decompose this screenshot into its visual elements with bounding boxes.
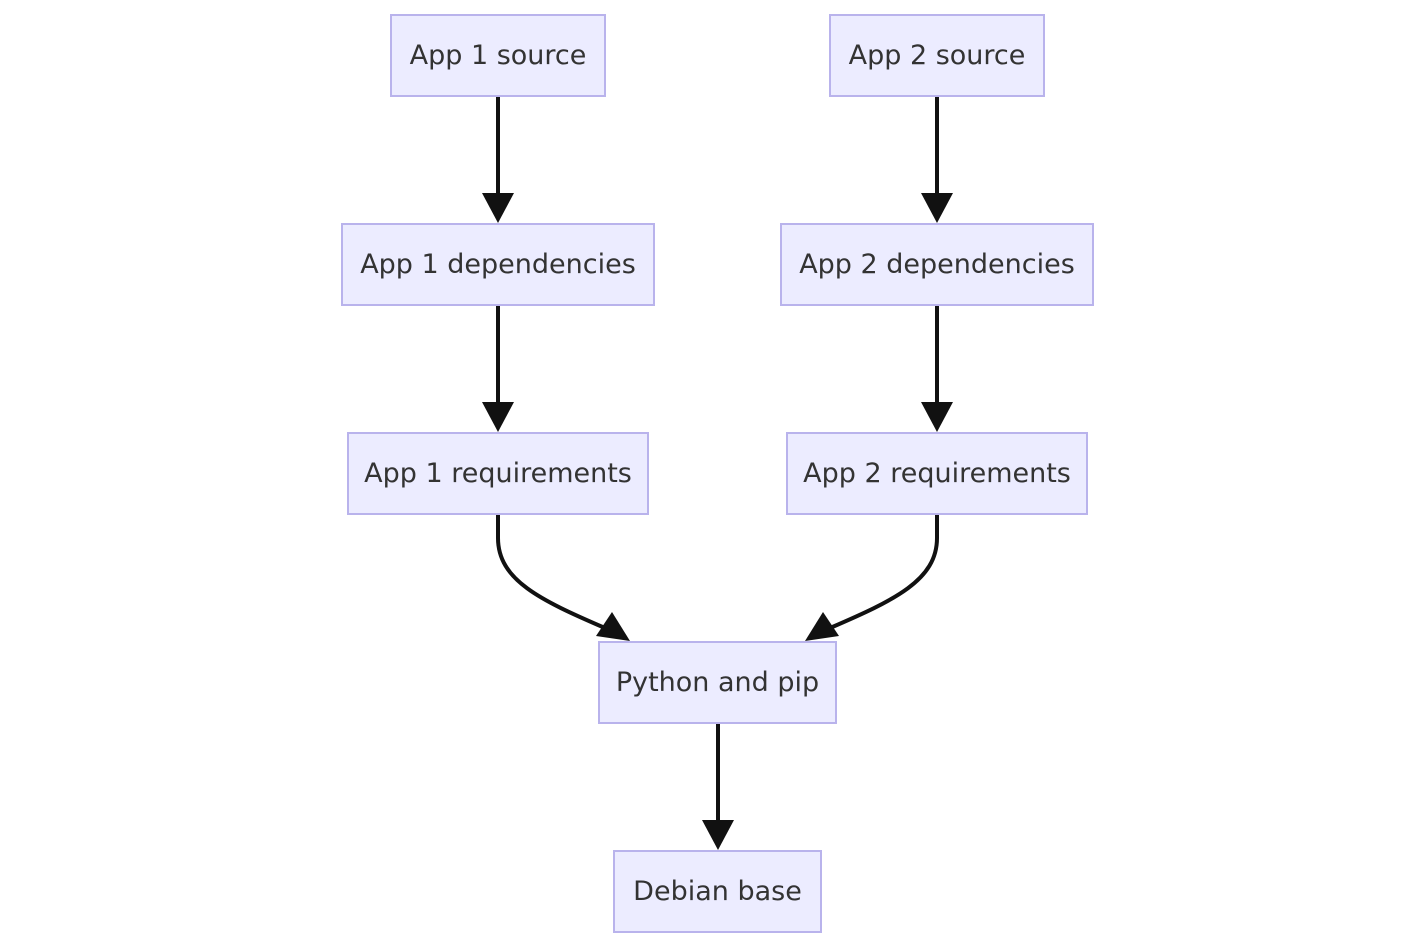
node-app2-source: App 2 source: [829, 14, 1045, 97]
node-python-and-pip: Python and pip: [598, 641, 837, 724]
node-label: App 2 source: [848, 40, 1026, 71]
arrowhead-icon: [596, 612, 630, 641]
edge-app1-reqs-to-python: [496, 515, 630, 641]
node-label: Debian base: [633, 876, 802, 907]
node-label: App 2 requirements: [803, 458, 1071, 489]
edge-app2-deps-to-reqs: [921, 306, 953, 432]
node-app1-requirements: App 1 requirements: [347, 432, 649, 515]
arrowhead-icon: [482, 402, 514, 432]
arrowhead-icon: [805, 612, 839, 641]
edge-app1-source-to-deps: [482, 97, 514, 223]
arrowhead-icon: [482, 193, 514, 223]
arrowhead-icon: [921, 402, 953, 432]
node-label: Python and pip: [615, 667, 820, 698]
node-debian-base: Debian base: [613, 850, 822, 933]
node-app1-dependencies: App 1 dependencies: [341, 223, 655, 306]
node-label: App 1 requirements: [364, 458, 632, 489]
edge-app2-source-to-deps: [921, 97, 953, 223]
edge-app2-reqs-to-python: [805, 515, 939, 641]
arrowhead-icon: [702, 820, 734, 850]
node-app1-source: App 1 source: [390, 14, 606, 97]
node-app2-dependencies: App 2 dependencies: [780, 223, 1094, 306]
node-app2-requirements: App 2 requirements: [786, 432, 1088, 515]
node-label: App 1 source: [409, 40, 587, 71]
arrowhead-icon: [921, 193, 953, 223]
node-label: App 2 dependencies: [799, 249, 1075, 280]
edge-app1-deps-to-reqs: [482, 306, 514, 432]
edge-python-to-debian: [702, 724, 734, 850]
node-label: App 1 dependencies: [360, 249, 636, 280]
